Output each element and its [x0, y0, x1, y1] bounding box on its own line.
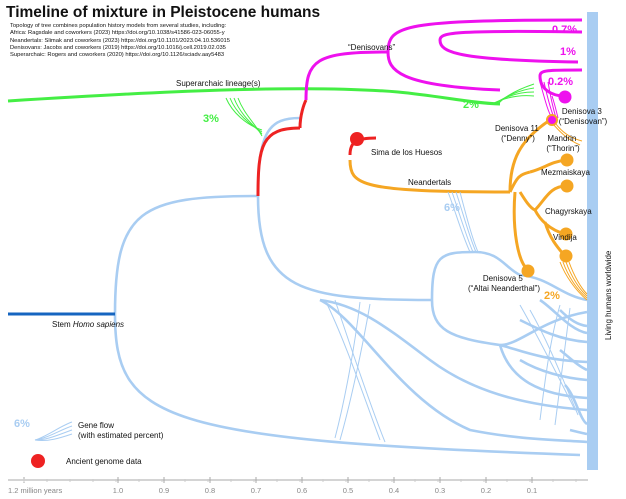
flow-den-low: 0.2%	[548, 76, 573, 88]
source-line: Denisovans: Jacobs and coworkers (2019) …	[10, 44, 226, 51]
superarchaic-label: Superarchaic lineage(s)	[176, 79, 261, 88]
page-title: Timeline of mixture in Pleistocene human…	[6, 4, 321, 21]
mandrin-dot	[560, 153, 574, 167]
axis-tick-label: 0.3	[435, 486, 445, 495]
neandertal-to-living-flow	[552, 123, 588, 301]
sima-de-los-huesos-dot	[350, 132, 364, 146]
axis-tick-label: 1.2 million years	[8, 486, 62, 495]
legend-flow-pct: 6%	[14, 418, 30, 430]
axis-tick-label: 0.4	[389, 486, 399, 495]
archaic-ancestor-lineage	[256, 99, 377, 197]
neandertals-label: Neandertals	[408, 178, 451, 187]
axis-tick-label: 0.8	[205, 486, 215, 495]
flow-neandertal-sapiens: 6%	[444, 202, 460, 214]
source-line: Superarchaic: Rogers and coworkers (2020…	[10, 52, 225, 59]
axis-tick-label: 0.9	[159, 486, 169, 495]
legend-flow-label: Gene flow (with estimated percent)	[78, 421, 164, 440]
stem-homo-sapiens-label: Stem Homo sapiens	[52, 320, 124, 329]
living-humans-label: Living humans worldwide	[604, 250, 613, 340]
flow-superarchaic-left: 3%	[203, 113, 219, 125]
denisova-3-dot	[558, 90, 572, 104]
denisovan-lineage	[304, 18, 583, 101]
sources-intro: Topology of tree combines population his…	[10, 23, 227, 29]
axis-tick-label: 0.5	[343, 486, 353, 495]
axis-tick-label: 0.2	[481, 486, 491, 495]
source-line: Africa: Ragsdale and coworkers (2023) ht…	[10, 30, 225, 37]
living-humans-bar	[587, 12, 598, 470]
legend-genome-label: Ancient genome data	[66, 457, 142, 466]
denisova-11-label: Denisova 11 (“Denny”)	[495, 124, 541, 143]
ancient-genome-dots	[350, 90, 574, 278]
legend-flow-icon	[34, 421, 73, 441]
legend-genome-dot	[31, 454, 45, 468]
mezmaiskaya-label: Mezmaiskaya	[541, 168, 590, 177]
denisova-5-label: Denisova 5 (“Altai Neanderthal”)	[468, 274, 540, 293]
source-line: Neandertals: Slimak and coworkers (2023)…	[10, 37, 230, 44]
legend: 6% Gene flow (with estimated percent) An…	[14, 418, 164, 468]
mandrin-label: Mandrin (“Thorin”)	[546, 134, 580, 153]
flow-neandertal-living: 2%	[544, 290, 560, 302]
vindija-label: Vindija	[553, 233, 577, 242]
denisova-5-dot	[521, 264, 535, 278]
chagyrskaya-dot	[559, 227, 573, 241]
denisova-3-label: Denisova 3 (“Denisovan”)	[559, 107, 608, 126]
axis-ticks: 1.2 million years 1.0 0.9 0.8 0.7 0.6 0.5 0.4 0.…	[8, 477, 577, 495]
neandertal-to-sapiens-flow	[447, 191, 479, 253]
axis-tick-label: 0.7	[251, 486, 261, 495]
chagyrskaya-label: Chagyrskaya	[545, 207, 592, 216]
denisovans-label: “Denisovans”	[348, 43, 395, 52]
flow-den-top: 0.7%	[552, 24, 577, 36]
sapiens-internal-flow	[324, 299, 579, 443]
mezmaiskaya-dot	[560, 179, 574, 193]
superarchaic-lineage	[7, 87, 501, 106]
superarchaic-gene-flow	[225, 83, 535, 137]
flow-den-mid: 1%	[560, 46, 576, 58]
sources-note: Topology of tree combines population his…	[10, 23, 230, 59]
time-axis: 1.2 million years 1.0 0.9 0.8 0.7 0.6 0.5 0.4 0.…	[8, 477, 588, 495]
axis-tick-label: 0.6	[297, 486, 307, 495]
flow-superarchaic-right: 2%	[463, 99, 479, 111]
denisova-11-dot	[546, 114, 558, 126]
axis-tick-label: 0.1	[527, 486, 537, 495]
axis-tick-label: 1.0	[113, 486, 123, 495]
vindija-dot	[559, 249, 573, 263]
sima-label: Sima de los Huesos	[371, 148, 442, 157]
